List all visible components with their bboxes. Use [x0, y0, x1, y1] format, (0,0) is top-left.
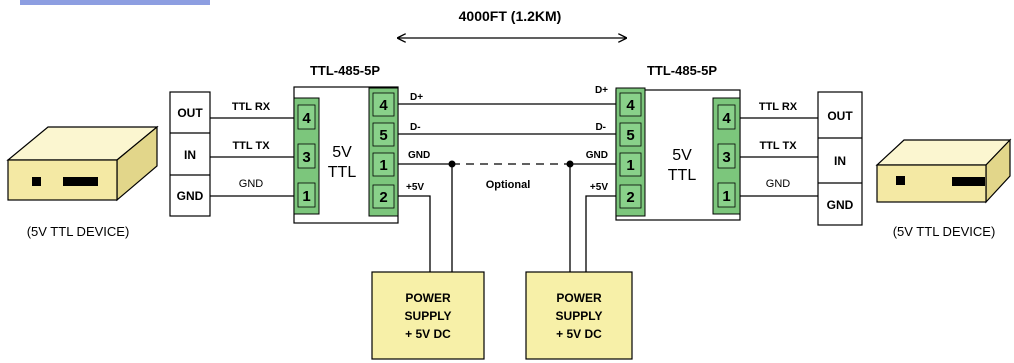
connector-slot — [63, 177, 98, 186]
left-ttl-gnd-label: GND — [239, 178, 264, 190]
left-ttl-tx-label: TTL TX — [232, 140, 270, 152]
right-port-in: IN — [834, 154, 846, 168]
optional-label: Optional — [486, 179, 531, 191]
rs485-bus-wires — [398, 103, 616, 272]
left-rs485-pin-4: 4 — [379, 97, 388, 114]
right-rs485-pin-5: 5 — [626, 127, 634, 144]
right-5v-wire — [585, 195, 616, 272]
right-rs485-pin-1: 1 — [626, 157, 634, 174]
right-ttl-wires — [740, 117, 818, 197]
right-ps-line1: POWER — [556, 291, 602, 305]
left-ps-line3: + 5V DC — [405, 327, 451, 341]
right-rs485-pin-2: 2 — [626, 189, 634, 206]
right-device-ports: OUT IN GND — [817, 91, 863, 226]
connector-slot — [952, 177, 985, 186]
right-power-supply: POWER SUPPLY + 5V DC — [525, 271, 633, 360]
right-gnd-junction — [566, 160, 574, 168]
right-ttl-pin-1: 1 — [722, 188, 730, 205]
right-ps-line2: SUPPLY — [556, 309, 603, 323]
left-ttl-pin-1: 1 — [302, 188, 310, 205]
right-ttl-tx-label: TTL TX — [759, 140, 797, 152]
left-converter: 4 3 1 5V TTL 4 5 1 2 — [293, 86, 399, 224]
left-rs485-pin-1: 1 — [379, 157, 387, 174]
left-ttl-device — [6, 125, 159, 202]
right-rs485-pin-4: 4 — [626, 97, 635, 114]
left-ttl-wires — [210, 117, 294, 197]
right-gnd-label: GND — [586, 150, 608, 161]
left-converter-title: TTL-485-5P — [310, 63, 380, 78]
left-5v-label: +5V — [406, 182, 424, 193]
left-5v-wire — [398, 195, 431, 272]
right-converter: 4 5 1 2 5V TTL 4 3 1 — [615, 87, 741, 221]
left-port-gnd: GND — [177, 189, 204, 203]
led-indicator — [896, 176, 905, 185]
right-dplus-label: D+ — [595, 85, 608, 96]
left-core-ttl: TTL — [328, 164, 357, 181]
left-dminus-label: D- — [410, 122, 421, 133]
left-dplus-label: D+ — [410, 92, 423, 103]
distance-label: 4000FT (1.2KM) — [459, 8, 562, 24]
left-ttl-rx-label: TTL RX — [232, 101, 271, 113]
left-gnd-label: GND — [408, 150, 430, 161]
right-ttl-gnd-label: GND — [766, 178, 791, 190]
right-device-label: (5V TTL DEVICE) — [893, 224, 996, 239]
left-port-out: OUT — [177, 106, 203, 120]
left-rs485-pin-2: 2 — [379, 189, 387, 206]
left-core-5v: 5V — [332, 144, 352, 161]
left-power-supply: POWER SUPPLY + 5V DC — [371, 271, 485, 360]
right-converter-title: TTL-485-5P — [647, 63, 717, 78]
right-ttl-device — [875, 138, 1012, 204]
left-ttl-pin-4: 4 — [302, 110, 311, 127]
left-gnd-junction — [448, 160, 456, 168]
left-device-label: (5V TTL DEVICE) — [27, 224, 130, 239]
right-ttl-pin-4: 4 — [722, 110, 731, 127]
left-rs485-pin-5: 5 — [379, 127, 387, 144]
led-indicator — [32, 177, 41, 186]
left-ps-line2: SUPPLY — [405, 309, 452, 323]
right-core-ttl: TTL — [668, 167, 697, 184]
right-ps-line3: + 5V DC — [556, 327, 602, 341]
right-ttl-rx-label: TTL RX — [759, 101, 798, 113]
left-ttl-pin-3: 3 — [302, 149, 310, 166]
partial-header-fragment — [20, 0, 210, 5]
right-dminus-label: D- — [595, 122, 606, 133]
right-ttl-pin-3: 3 — [722, 149, 730, 166]
right-port-out: OUT — [827, 109, 853, 123]
left-port-in: IN — [184, 148, 196, 162]
right-port-gnd: GND — [827, 198, 854, 212]
left-ps-line1: POWER — [405, 291, 451, 305]
right-5v-label: +5V — [590, 182, 608, 193]
right-core-5v: 5V — [672, 147, 692, 164]
left-device-ports: OUT IN GND — [169, 91, 211, 217]
